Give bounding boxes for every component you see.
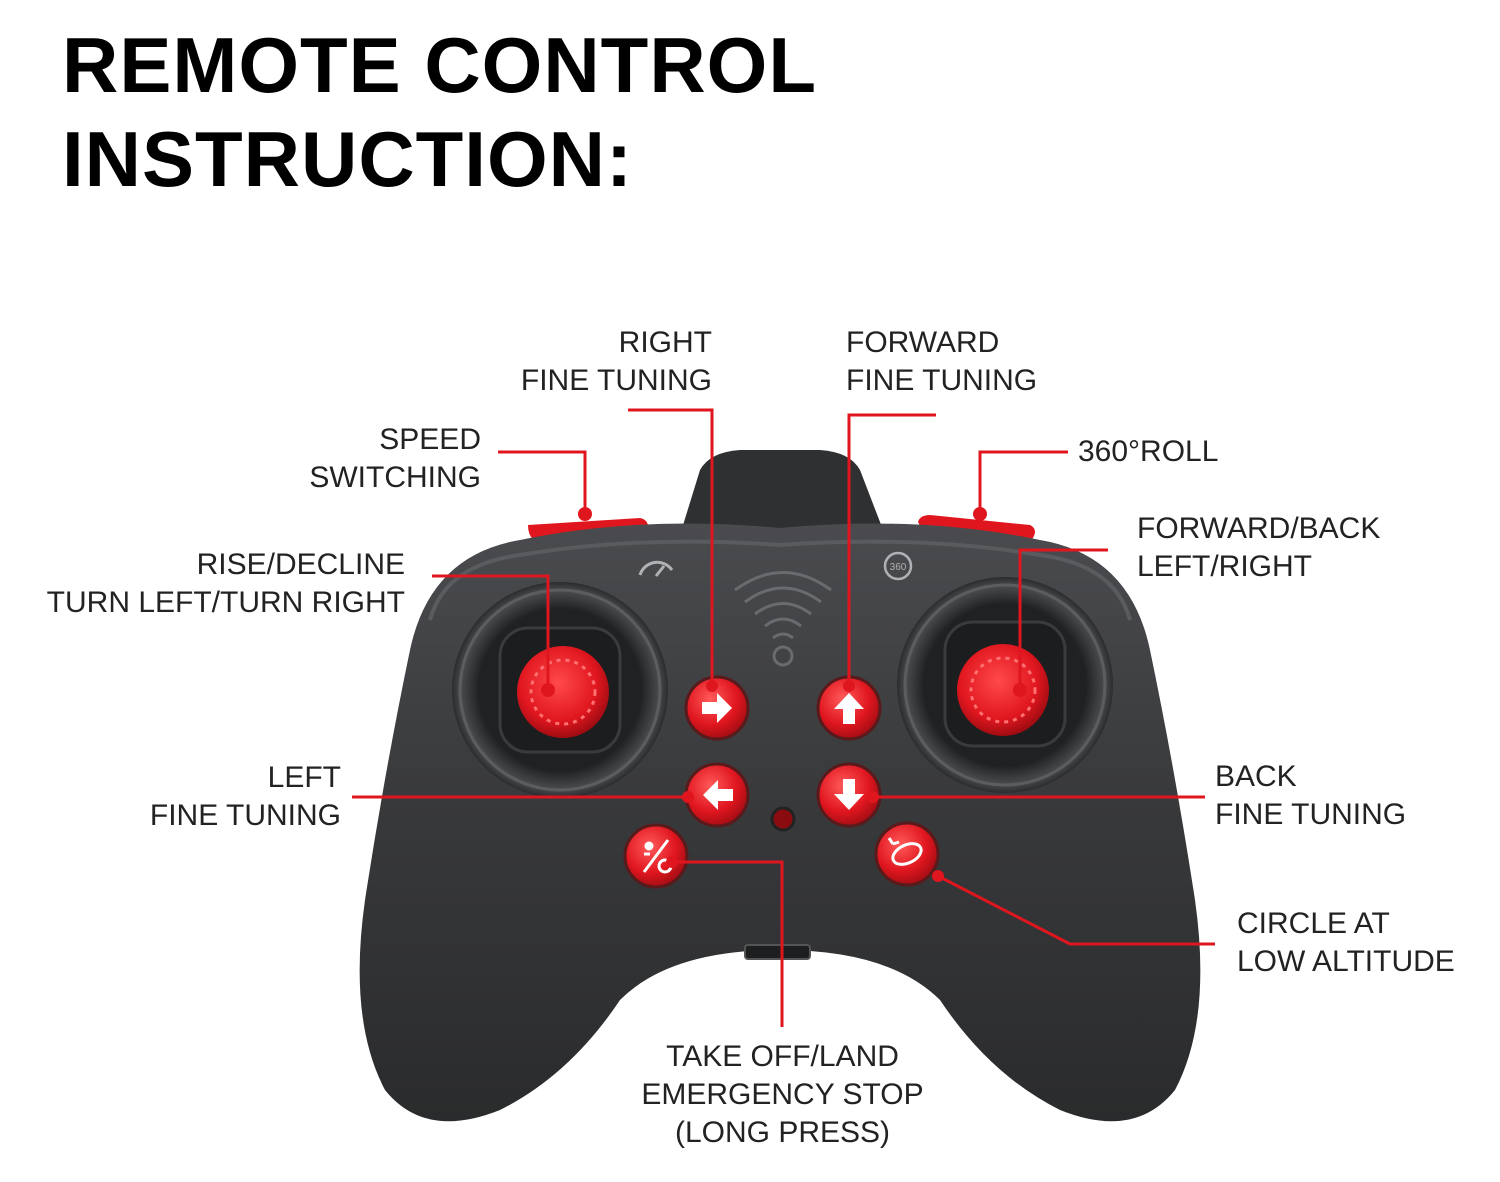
roll-360-icon: 360 <box>883 551 913 581</box>
callout-lines <box>352 408 1215 1027</box>
circle-low-altitude-button[interactable] <box>874 821 940 887</box>
speedometer-icon <box>638 560 674 577</box>
label-line: FINE TUNING <box>520 364 712 397</box>
arrow-down-icon <box>834 779 864 810</box>
svg-text:360: 360 <box>890 562 907 573</box>
label-line: LEFT/RIGHT <box>1137 550 1313 583</box>
takeoff-land-button[interactable] <box>623 823 689 889</box>
label-line: SWITCHING <box>309 461 481 494</box>
back-fine-tuning-button[interactable] <box>816 762 882 828</box>
label-rise-decline: RISE/DECLINE TURN LEFT/TURN RIGHT <box>20 546 405 622</box>
left-joystick[interactable] <box>452 582 668 798</box>
label-line: LOW ALTITUDE <box>1237 945 1455 978</box>
label-left-fine-tuning: LEFT FINE TUNING <box>120 759 341 835</box>
label-take-off-land: TAKE OFF/LAND EMERGENCY STOP (LONG PRESS… <box>600 1038 965 1152</box>
title-line-1: REMOTE CONTROL <box>62 21 817 109</box>
label-circle-low-altitude: CIRCLE AT LOW ALTITUDE <box>1237 905 1455 981</box>
label-line: FORWARD <box>846 326 1000 359</box>
callout-right-fine-tuning <box>628 408 714 686</box>
wifi-signal-icon <box>734 571 832 667</box>
label-line: 360°ROLL <box>1078 435 1219 468</box>
label-line: RIGHT <box>618 326 712 359</box>
label-speed-switching: SPEED SWITCHING <box>280 421 481 497</box>
label-line: FINE TUNING <box>1215 798 1407 831</box>
arrow-left-icon <box>703 780 733 810</box>
label-line: FORWARD/BACK <box>1137 512 1381 545</box>
charging-port <box>744 944 811 960</box>
callout-rise-decline <box>432 574 550 690</box>
power-led <box>770 806 796 832</box>
page-title: REMOTE CONTROL INSTRUCTION: <box>62 18 817 206</box>
label-line: BACK <box>1215 760 1297 793</box>
arrow-up-icon <box>834 693 864 724</box>
label-roll-360: 360°ROLL <box>1078 433 1218 471</box>
label-back-fine-tuning: BACK FINE TUNING <box>1215 758 1406 834</box>
label-line: TAKE OFF/LAND <box>666 1040 899 1073</box>
left-fine-tuning-button[interactable] <box>684 762 750 828</box>
label-line: SPEED <box>379 423 481 456</box>
right-fine-tuning-button[interactable] <box>684 675 750 741</box>
label-line: FINE TUNING <box>846 364 1038 397</box>
arrow-right-icon <box>702 693 732 723</box>
label-line: TURN LEFT/TURN RIGHT <box>46 586 405 619</box>
label-line: FINE TUNING <box>149 799 341 832</box>
controller-body-highlight <box>428 539 1132 621</box>
callout-takeoff-land <box>672 860 784 1027</box>
label-right-fine-tuning: RIGHT FINE TUNING <box>500 324 712 400</box>
label-line: RISE/DECLINE <box>196 548 405 581</box>
callout-speed-switching <box>498 450 587 514</box>
callout-forward-back <box>1018 548 1108 690</box>
callout-forward-fine-tuning <box>847 413 936 686</box>
controller-top-handle <box>680 450 885 535</box>
label-line: LEFT <box>267 761 341 794</box>
label-line: EMERGENCY STOP <box>641 1078 924 1111</box>
right-joystick[interactable] <box>897 577 1113 793</box>
label-forward-fine-tuning: FORWARD FINE TUNING <box>846 324 1037 400</box>
title-line-2: INSTRUCTION: <box>62 115 633 203</box>
label-line: (LONG PRESS) <box>674 1116 891 1149</box>
label-forward-back: FORWARD/BACK LEFT/RIGHT <box>1137 510 1380 586</box>
label-line: CIRCLE AT <box>1237 907 1390 940</box>
circle-rotate-icon <box>887 837 923 866</box>
callout-circle-low-altitude <box>937 874 1215 946</box>
callout-roll-360 <box>978 450 1068 514</box>
callout-dots <box>541 507 1027 882</box>
